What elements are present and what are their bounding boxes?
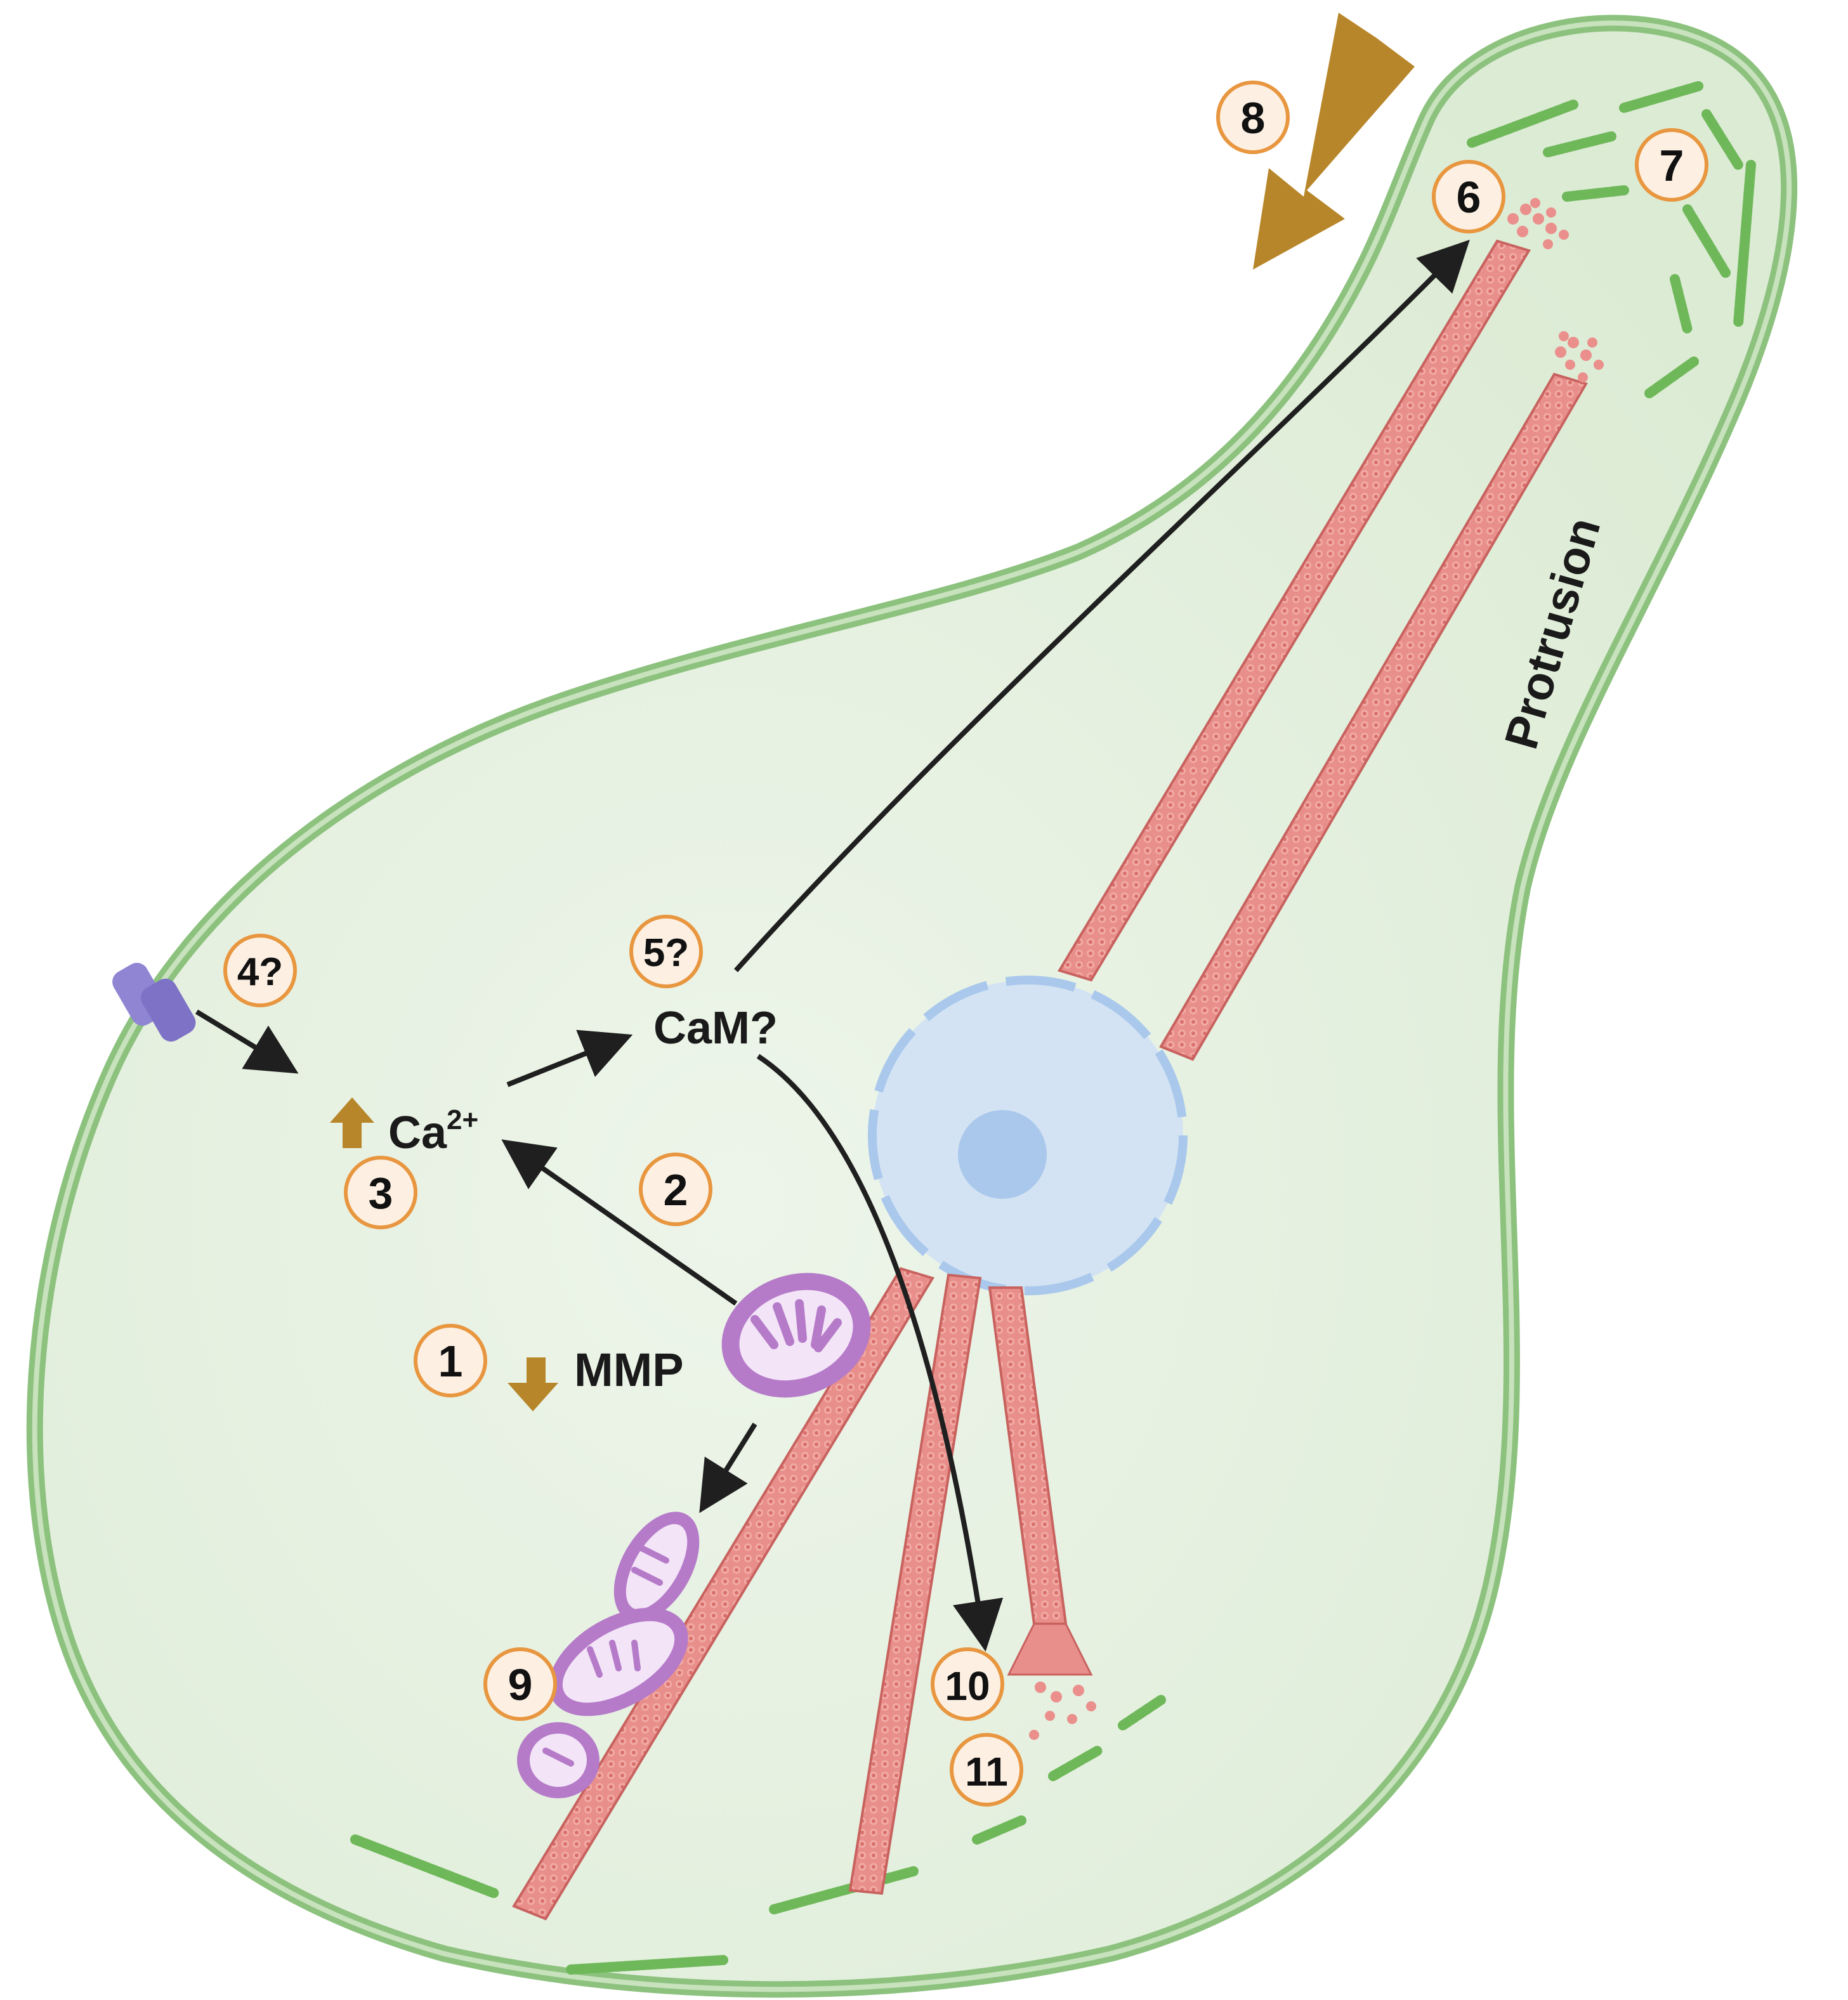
cell-membrane-inner	[32, 20, 1792, 1992]
pathway-arrows	[195, 239, 1470, 1652]
tubulin-dimers-lower	[1029, 1682, 1096, 1740]
svg-text:8: 8	[1241, 93, 1266, 143]
badge-4: 4?	[223, 934, 297, 1007]
nucleus-icon	[868, 976, 1188, 1295]
up-arrow-icon	[330, 1097, 374, 1148]
svg-text:5?: 5?	[643, 931, 689, 975]
calcium-label: Ca2+	[388, 1104, 478, 1158]
svg-text:1: 1	[438, 1337, 463, 1386]
actin-filaments-bottom	[350, 1695, 1166, 1975]
svg-text:3: 3	[369, 1168, 393, 1218]
badge-3: 3	[344, 1156, 417, 1229]
badge-2: 2	[639, 1153, 712, 1226]
arrow-mito-to-fragment	[699, 1422, 757, 1513]
down-arrow-icon	[508, 1357, 558, 1411]
badge-11: 11	[950, 1733, 1023, 1807]
arrow-ca-to-cam	[506, 1029, 633, 1087]
microtubule-lower-2	[848, 1273, 982, 1895]
microtubule-protrusion-2	[1159, 372, 1589, 1061]
badge-9: 9	[483, 1647, 557, 1721]
calmodulin-label: CaM?	[653, 1003, 778, 1054]
badge-1: 1	[414, 1324, 487, 1397]
svg-text:10: 10	[945, 1663, 990, 1709]
ion-channel-icon	[112, 962, 196, 1042]
arrow-channel-to-ca	[195, 1009, 299, 1074]
force-arrow-icon	[1253, 13, 1415, 270]
microtubule-protrusion-1	[1057, 239, 1531, 982]
badge-6: 6	[1432, 160, 1505, 233]
arrow-cam-to-protrusion	[734, 239, 1470, 972]
svg-text:2: 2	[664, 1165, 688, 1215]
tubulin-dimers-tip-6	[1507, 198, 1569, 249]
mitochondrion-fragmented-icon	[517, 1512, 700, 1798]
microtubule-lower-3	[988, 1286, 1093, 1676]
svg-text:11: 11	[965, 1749, 1008, 1794]
svg-text:7: 7	[1660, 141, 1684, 190]
badge-7: 7	[1635, 128, 1708, 202]
badge-5: 5?	[629, 915, 703, 988]
mitochondrion-icon	[721, 1272, 871, 1398]
svg-text:4?: 4?	[237, 950, 283, 994]
badge-10: 10	[931, 1647, 1004, 1721]
svg-text:6: 6	[1457, 173, 1481, 222]
svg-text:9: 9	[508, 1660, 533, 1709]
actin-filaments-tip	[1467, 81, 1756, 398]
tubulin-dimers-tip-2	[1555, 331, 1604, 382]
arrow-mmp-to-ca	[501, 1139, 738, 1306]
arrow-cam-to-lower	[756, 1054, 1004, 1652]
mmp-label: MMP	[574, 1343, 684, 1396]
badge-8: 8	[1216, 81, 1290, 154]
